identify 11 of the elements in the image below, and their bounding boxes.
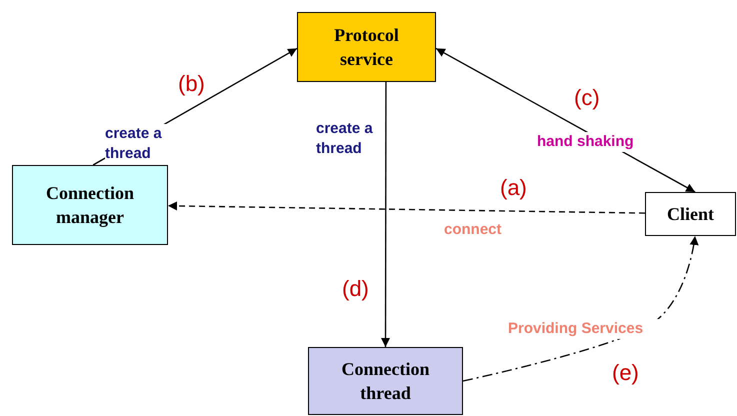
node-label: Connection thread — [340, 358, 430, 405]
arrow — [462, 236, 698, 382]
process-box — [12, 165, 168, 245]
node-label: Client — [666, 202, 715, 226]
arrow — [168, 201, 645, 214]
node-label: Connection manager — [44, 182, 135, 229]
arrow — [381, 82, 390, 347]
process-box — [645, 192, 736, 236]
node-label: Protocol service — [333, 24, 400, 71]
process-box — [297, 12, 436, 82]
process-box — [308, 347, 463, 415]
